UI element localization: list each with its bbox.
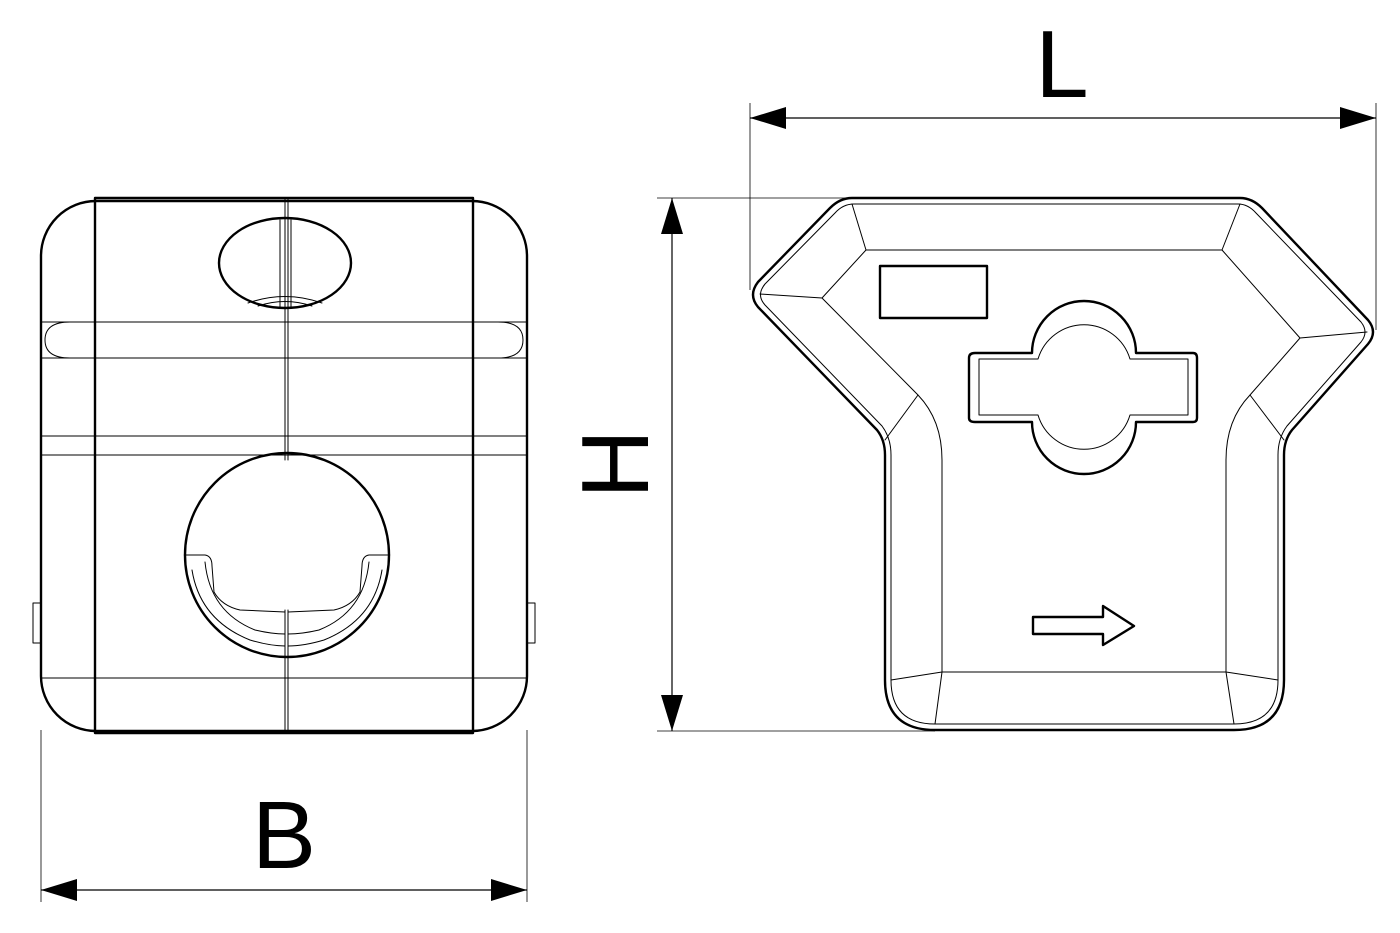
dimension-h-label: H bbox=[562, 429, 669, 498]
dimension-b-label: B bbox=[252, 782, 316, 889]
front-view-outline bbox=[39, 199, 529, 733]
dimension-l-left-arrow bbox=[750, 107, 786, 129]
front-view-cable-hole bbox=[183, 451, 391, 557]
dimension-l-label: L bbox=[1035, 11, 1088, 118]
front-view-top-hole bbox=[217, 216, 353, 310]
side-view-keyhole-slot bbox=[967, 299, 1199, 476]
dimension-l-right-arrow bbox=[1340, 107, 1376, 129]
front-view bbox=[32, 196, 536, 735]
front-view-left-tab bbox=[32, 602, 42, 644]
dimension-b: B bbox=[40, 730, 528, 902]
side-view-direction-arrow-icon bbox=[1031, 604, 1136, 647]
dimension-h-top-arrow bbox=[661, 198, 683, 234]
side-view-label-recess bbox=[878, 264, 989, 320]
dimension-b-left-arrow bbox=[41, 879, 77, 901]
front-view-center-block bbox=[93, 196, 475, 735]
front-view-right-tab bbox=[526, 602, 536, 644]
dimension-b-right-arrow bbox=[491, 879, 527, 901]
dimension-l: L bbox=[749, 11, 1377, 330]
dimension-h-bottom-arrow bbox=[661, 695, 683, 731]
side-view bbox=[751, 196, 1375, 732]
side-view-outline bbox=[751, 196, 1375, 732]
dimension-h: H bbox=[562, 197, 935, 732]
side-view-inner-bevel bbox=[821, 249, 1301, 673]
